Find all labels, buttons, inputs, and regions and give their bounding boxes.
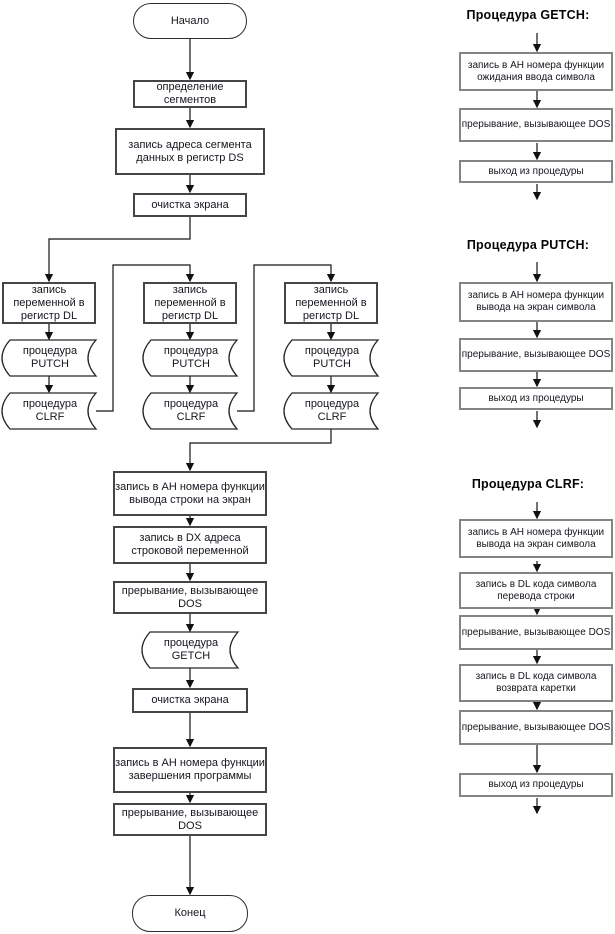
connector [185,429,332,472]
flow-node-call-putch-1: процедура PUTCH [22,345,78,370]
flow-node-call-putch-2: процедура PUTCH [163,345,219,370]
clrf-step-interrupt-1: прерывание, вызывающее DOS [459,615,613,650]
clrf-step-interrupt-2: прерывание, вызывающее DOS [459,710,613,745]
flow-node-end: Конец [132,895,248,932]
stored-data-shape-putch-2 [142,339,239,377]
flow-node-clear-screen-1: очистка экрана [133,193,247,217]
flow-node-call-clrf-3: процедура CLRF [304,398,360,423]
clrf-step-dl-cr: запись в DL кода символа возврата каретк… [459,664,613,702]
flow-node-interrupt-2: прерывание, вызывающее DOS [113,803,267,836]
clrf-step-dl-lf: запись в DL кода символа перевода строки [459,572,613,609]
connector [44,217,191,283]
stored-data-shape-clrf-1 [1,392,98,430]
clrf-step-return: выход из процедуры [459,773,613,797]
procedure-clrf-title: Процедура CLRF: [471,477,585,491]
stored-data-shape-putch-3 [283,339,380,377]
flow-node-clear-screen-2: очистка экрана [132,688,248,713]
flow-node-call-getch: процедура GETCH [163,637,219,662]
flow-node-call-clrf-1: процедура CLRF [22,398,78,423]
stored-data-shape-clrf-2 [142,392,239,430]
flow-node-write-ds: запись адреса сегмента данных в регистр … [115,128,265,175]
stored-data-shapes [1,339,380,669]
main-flow-connectors [44,39,336,896]
putch-step-ah: запись в AH номера функции вывода на экр… [459,282,613,322]
getch-step-interrupt: прерывание, вызывающее DOS [459,108,613,142]
stored-data-shape-getch [141,631,240,669]
getch-step-ah: запись в AH номера функции ожидания ввод… [459,52,613,91]
connector [96,264,195,412]
getch-step-return: выход из процедуры [459,160,613,183]
flow-node-dx-addr: запись в DX адреса строковой переменной [113,526,267,564]
flow-node-write-var-1: запись переменной в регистр DL [2,282,96,324]
flow-node-start: Начало [133,3,247,39]
flow-node-write-var-3: запись переменной в регистр DL [284,282,378,324]
putch-step-interrupt: прерывание, вызывающее DOS [459,338,613,372]
stored-data-shape-clrf-3 [283,392,380,430]
flow-node-call-clrf-2: процедура CLRF [163,398,219,423]
procedure-putch-title: Процедура PUTCH: [466,238,590,252]
putch-step-return: выход из процедуры [459,387,613,410]
flow-node-interrupt-1: прерывание, вызывающее DOS [113,581,267,614]
clrf-step-ah: запись в AH номера функции вывода на экр… [459,519,613,558]
procedure-getch-title: Процедура GETCH: [466,8,590,22]
stored-data-shape-putch-1 [1,339,98,377]
flow-node-call-putch-3: процедура PUTCH [304,345,360,370]
flow-node-define-segments: определение сегментов [133,80,247,108]
flow-node-write-var-2: запись переменной в регистр DL [143,282,237,324]
flow-node-ah-exit: запись в AH номера функции завершения пр… [113,747,267,793]
flow-node-ah-string: запись в AH номера функции вывода строки… [113,471,267,516]
connector [237,264,336,412]
